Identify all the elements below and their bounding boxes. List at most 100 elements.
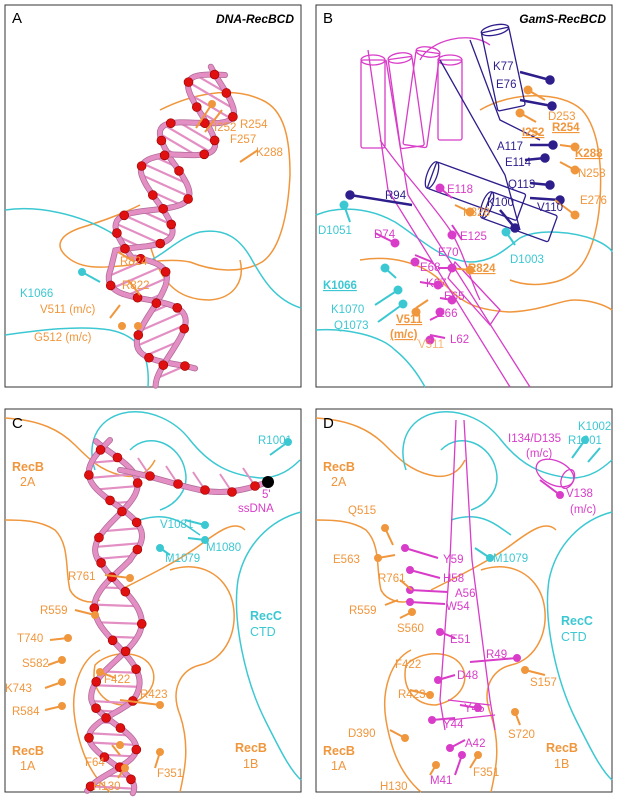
dna-phosphate (210, 136, 219, 145)
dna-phosphate (132, 665, 141, 674)
label-d-m41: M41 (430, 775, 452, 787)
label-d-e51: E51 (450, 634, 470, 646)
dna-phosphate (167, 220, 176, 229)
ssdna-phosphate (228, 488, 237, 497)
dna-phosphate (144, 353, 153, 362)
label-b-e276: E276 (580, 195, 607, 207)
dna-phosphate (184, 78, 193, 87)
label-d-q515: Q515 (348, 505, 376, 517)
dna-phosphate (120, 244, 129, 253)
label-d-r423: R423 (398, 689, 426, 701)
dna-phosphate (126, 775, 135, 784)
dna-phosphate (166, 119, 175, 128)
label-b-e76: E76 (496, 79, 516, 91)
label-a-r254: R254 (240, 119, 268, 131)
panel-d-letter: D (323, 415, 334, 432)
dna-phosphate (133, 479, 142, 488)
label-b-mc: (m/c) (390, 329, 418, 341)
label-c-f422: F422 (104, 674, 130, 686)
label-b-v110: V110 (537, 202, 563, 214)
label-c-r423: R423 (140, 689, 168, 701)
label-d-y45: Y45 (464, 703, 484, 715)
dna-phosphate (180, 362, 189, 371)
dna-phosphate (84, 470, 93, 479)
dna-phosphate (133, 293, 142, 302)
dna-phosphate (92, 704, 101, 713)
panel-a-title: DNA-RecBCD (216, 12, 294, 26)
panel-b-title: GamS-RecBCD (519, 12, 606, 26)
label-c-h130: H130 (93, 781, 121, 793)
panel-c-frame (5, 409, 301, 792)
label-c-r559: R559 (40, 605, 68, 617)
label-a-k288: K288 (256, 147, 283, 159)
label-a-f257: F257 (230, 134, 256, 146)
label-b-k67: K67 (426, 278, 446, 290)
label-c-f64: F64 (85, 757, 105, 769)
label-b-e65: E65 (444, 291, 464, 303)
label-b-v511-bold: V511 (396, 314, 423, 326)
panel-b-letter: B (323, 10, 333, 27)
label-d-v138-mc: (m/c) (570, 504, 596, 516)
dna-phosphate (184, 194, 193, 203)
dna-phosphate (107, 573, 116, 582)
label-d-r559: R559 (349, 605, 377, 617)
label-d-m1079: M1079 (493, 553, 528, 565)
label-c-t740: T740 (17, 633, 43, 645)
label-b-e68: E68 (420, 262, 440, 274)
label-a-r822: R822 (122, 280, 150, 292)
region-d-recb2a-line2: 2A (331, 475, 347, 489)
label-c-m1079: M1079 (165, 553, 200, 565)
label-d-h130: H130 (380, 781, 408, 793)
label-d-k1002: K1002 (578, 421, 611, 433)
label-d-a56: A56 (455, 588, 475, 600)
dna-phosphate (112, 229, 121, 238)
region-d-recb1a-line1: RecB (323, 744, 355, 758)
dna-phosphate (92, 677, 101, 686)
label-b-e70: E70 (438, 247, 458, 259)
label-d-a42: A42 (465, 738, 485, 750)
dna-phosphate (121, 587, 130, 596)
label-c-5prime: 5' (262, 489, 271, 501)
ssdna-phosphate (146, 472, 155, 481)
region-d-recb1b-line2: 1B (554, 757, 569, 771)
label-c-ssdna: ssDNA (238, 503, 274, 515)
region-d-recb1b-line1: RecB (546, 741, 578, 755)
dna-phosphate (152, 299, 161, 308)
panel-a-letter: A (12, 10, 22, 27)
label-d-y44: Y44 (443, 719, 464, 731)
label-b-e114: E114 (505, 157, 532, 169)
dna-phosphate (84, 733, 93, 742)
dna-phosphate (97, 558, 106, 567)
dna-phosphate (156, 239, 165, 248)
label-b-l62: L62 (450, 334, 469, 346)
dna-phosphate (121, 647, 130, 656)
label-d-s720: S720 (508, 729, 535, 741)
label-d-v138: V138 (566, 488, 593, 500)
label-b-k100: K100 (487, 197, 514, 209)
label-d-d390: D390 (348, 728, 376, 740)
label-b-q113: Q113 (508, 179, 535, 191)
label-d-r49: R49 (486, 649, 507, 661)
label-b-e118: E118 (447, 184, 473, 196)
label-c-v1081: V1081 (160, 519, 193, 531)
label-b-k828: K828 (463, 207, 490, 219)
label-d-f422: F422 (395, 659, 421, 671)
dna-phosphate (134, 331, 143, 340)
panel-c-5prime-end (262, 476, 274, 488)
label-d-i134-d135: I134/D135 (508, 433, 561, 445)
label-c-s582: S582 (22, 658, 49, 670)
label-b-k1066: K1066 (323, 280, 357, 292)
dna-phosphate (160, 151, 169, 160)
label-c-k743: K743 (5, 683, 32, 695)
region-c-recb1a-line2: 1A (20, 759, 36, 773)
label-d-i134-mc: (m/c) (526, 448, 552, 460)
dna-phosphate (106, 496, 115, 505)
dna-phosphate (175, 166, 184, 175)
region-c-recc-line2: CTD (250, 625, 276, 639)
dna-phosphate (132, 518, 141, 527)
dna-phosphate (108, 636, 117, 645)
dna-phosphate (96, 445, 105, 454)
dna-phosphate (222, 88, 231, 97)
